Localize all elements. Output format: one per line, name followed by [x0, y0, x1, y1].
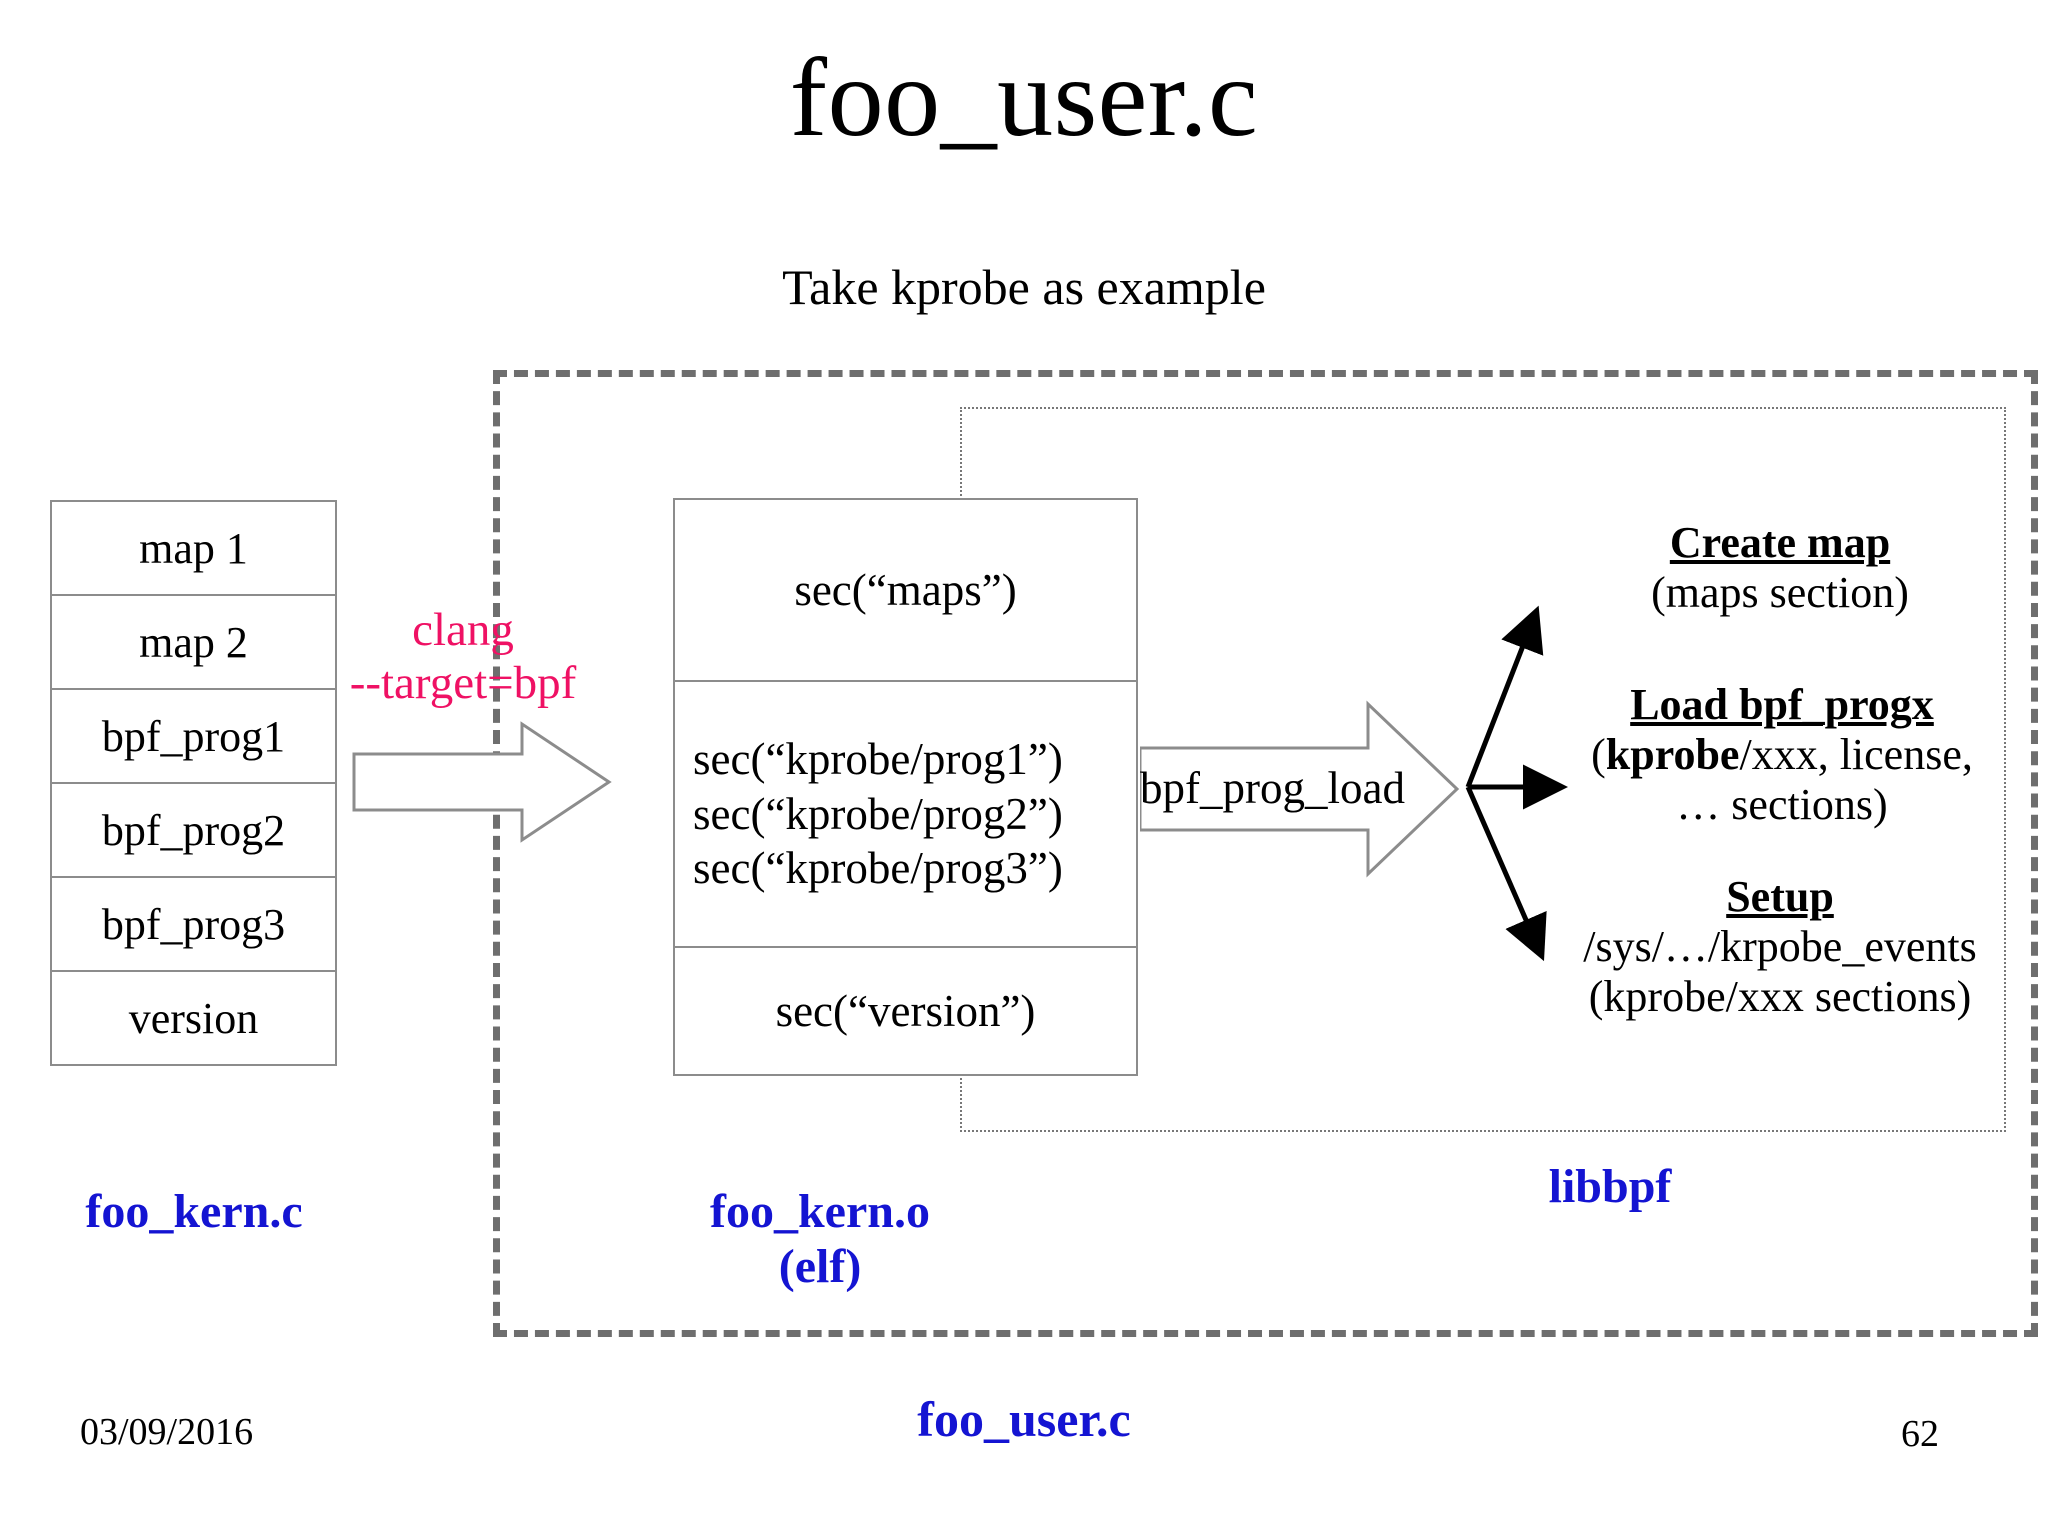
footer-date: 03/09/2016	[80, 1411, 254, 1453]
action-detail: (maps section)	[1651, 568, 1909, 618]
table-row: bpf_prog3	[50, 876, 337, 972]
action-detail-line2: (kprobe/xxx sections)	[1588, 972, 1972, 1022]
action-create-map: Create map (maps section)	[1560, 518, 2000, 618]
bpf-prog-load-label: bpf_prog_load	[1140, 763, 1405, 813]
bpf-prog-load-block-arrow-icon	[1140, 700, 1460, 878]
action-setup-kprobe-events: Setup /sys/…/krpobe_events (kprobe/xxx s…	[1540, 872, 2020, 1022]
footer-center-label: foo_user.c	[917, 1391, 1131, 1447]
table-row: map 1	[50, 500, 337, 596]
clang-command-label: clang --target=bpf	[318, 604, 608, 709]
action-detail-prefix: (	[1591, 730, 1606, 780]
action-detail-line1: (kprobe/xxx, license,	[1591, 730, 1973, 779]
action-heading: Setup	[1726, 872, 1834, 921]
page-subtitle: Take kprobe as example	[782, 259, 1266, 315]
elf-section-version: sec(“version”)	[673, 946, 1138, 1076]
elf-section-kprobe: sec(“kprobe/prog1”) sec(“kprobe/prog2”) …	[673, 680, 1138, 948]
table-cell-label: map 2	[139, 617, 248, 667]
elf-section-maps: sec(“maps”)	[673, 498, 1138, 682]
elf-section-line: sec(“kprobe/prog3”)	[693, 843, 1063, 894]
action-heading: Load bpf_progx	[1630, 680, 1934, 729]
caption-libbpf: libbpf	[1548, 1160, 1672, 1213]
caption-foo-kern-c: foo_kern.c	[85, 1185, 303, 1238]
action-detail-suffix: /xxx, license,	[1739, 730, 1973, 780]
source-table: map 1 map 2 bpf_prog1 bpf_prog2 bpf_prog…	[50, 500, 337, 1066]
clang-target-flag: --target=bpf	[349, 656, 577, 709]
elf-section-line: sec(“kprobe/prog2”)	[693, 788, 1063, 839]
elf-section-label: sec(“version”)	[775, 985, 1036, 1036]
action-detail-bold: kprobe	[1605, 730, 1740, 780]
table-cell-label: map 1	[139, 523, 248, 573]
elf-section-line: sec(“kprobe/prog1”)	[693, 733, 1063, 784]
footer-page-number: 62	[1901, 1413, 1939, 1455]
elf-object-box: sec(“maps”) sec(“kprobe/prog1”) sec(“kpr…	[673, 498, 1138, 1078]
caption-foo-kern-o-line1: foo_kern.o	[710, 1185, 930, 1238]
caption-foo-kern-o: foo_kern.o (elf)	[680, 1185, 960, 1294]
table-row: bpf_prog2	[50, 782, 337, 878]
action-load-bpf-prog: Load bpf_progx (kprobe/xxx, license, … s…	[1552, 680, 2012, 830]
elf-section-label: sec(“maps”)	[794, 564, 1017, 615]
action-detail-line2: … sections)	[1676, 780, 1888, 830]
table-cell-label: bpf_prog3	[101, 899, 286, 949]
clang-block-arrow-icon	[352, 721, 612, 843]
table-cell-label: version	[128, 993, 259, 1043]
clang-tool-name: clang	[412, 604, 514, 656]
action-heading: Create map	[1669, 518, 1891, 567]
table-cell-label: bpf_prog2	[101, 805, 286, 855]
fanout-arrows-icon	[1465, 605, 1568, 962]
caption-foo-kern-o-line2: (elf)	[778, 1239, 862, 1293]
table-row: map 2	[50, 594, 337, 690]
table-row: version	[50, 970, 337, 1066]
page-title: foo_user.c	[789, 36, 1259, 160]
action-detail-line1: /sys/…/krpobe_events	[1583, 922, 1977, 972]
table-row: bpf_prog1	[50, 688, 337, 784]
table-cell-label: bpf_prog1	[101, 711, 286, 761]
foo-user-c-region	[493, 370, 2038, 1337]
